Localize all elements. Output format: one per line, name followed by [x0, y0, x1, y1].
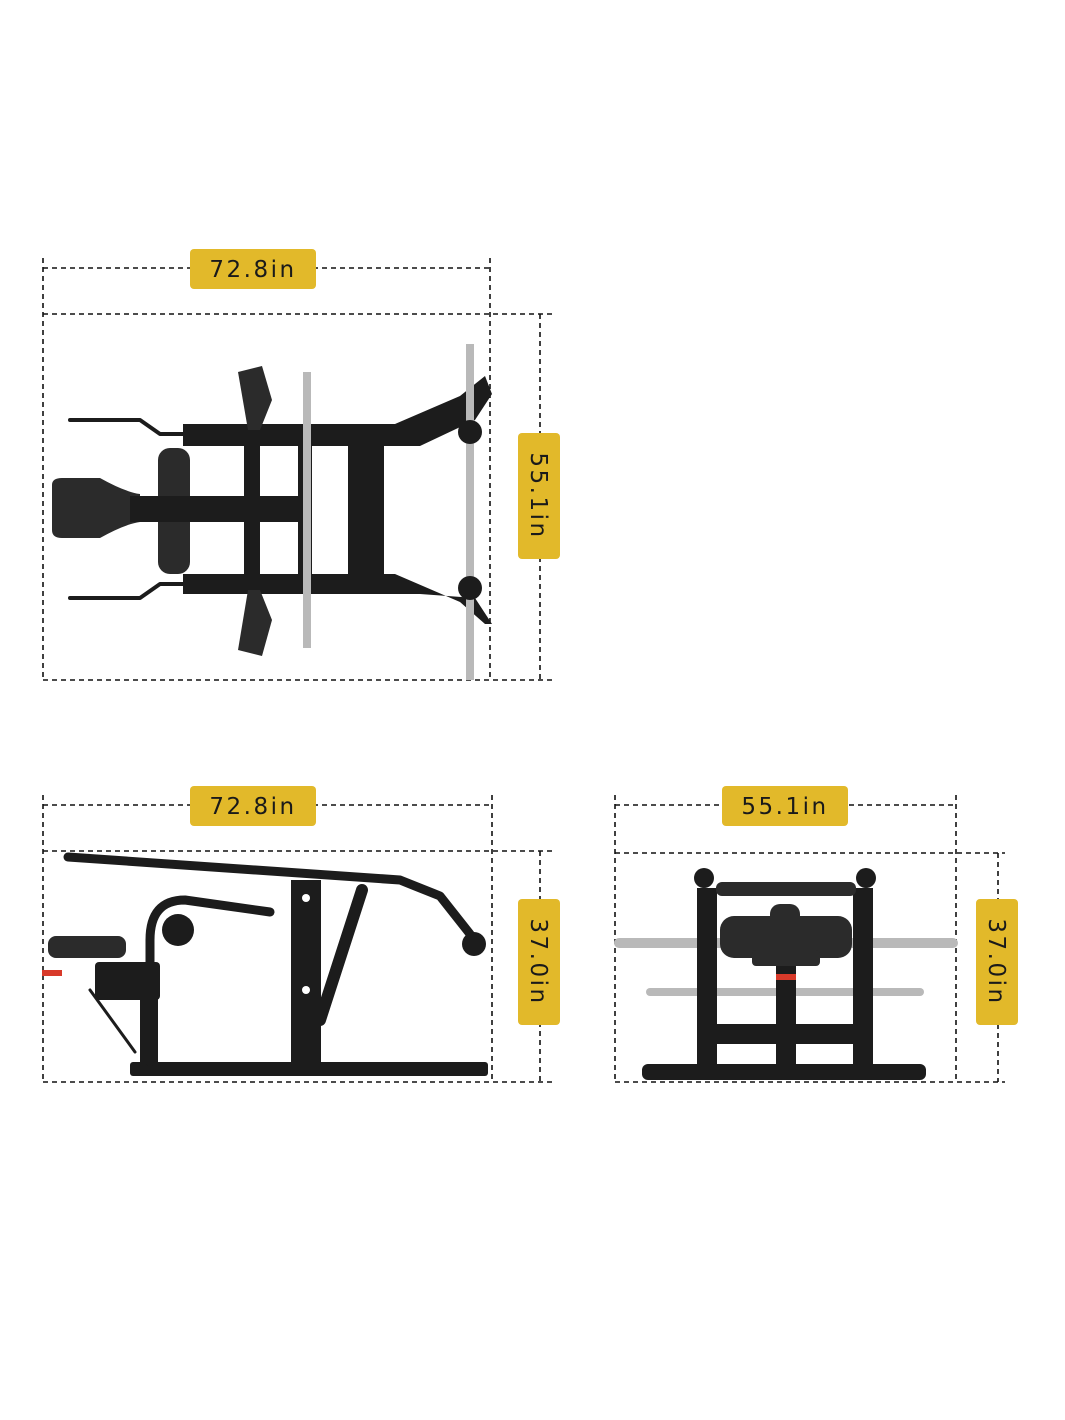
side-width-label-bg [190, 786, 316, 826]
side-machine-illustration [42, 852, 488, 1076]
side-height-label: 37.0in [525, 918, 551, 1005]
top-width-label-bg [190, 249, 316, 289]
side-height-label-bg [518, 899, 560, 1025]
front-height-label-bg [976, 899, 1018, 1025]
top-depth-label: 55.1in [525, 452, 551, 539]
side-width-label: 72.8in [209, 794, 296, 820]
top-view: 72.8in 55.1in [42, 249, 560, 681]
top-machine-illustration [52, 344, 492, 680]
side-view: 72.8in 37.0in [42, 786, 560, 1083]
front-width-label-bg [722, 786, 848, 826]
front-height-label: 37.0in [983, 918, 1009, 1005]
top-depth-label-bg [518, 433, 560, 559]
top-width-label: 72.8in [209, 257, 296, 283]
front-view: 55.1in 37.0in [614, 786, 1018, 1083]
front-machine-illustration [614, 868, 958, 1080]
front-width-label: 55.1in [741, 794, 828, 820]
